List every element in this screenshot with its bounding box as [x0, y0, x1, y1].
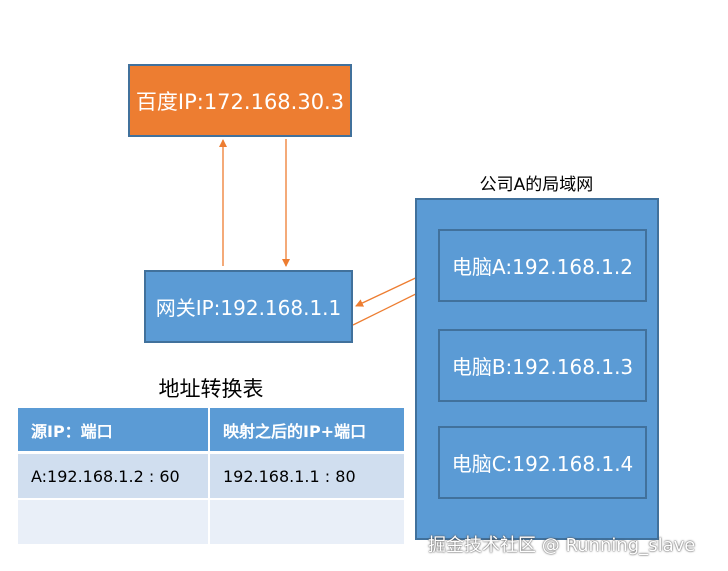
table-cell: A:192.168.1.2 : 60 [18, 454, 210, 500]
watermark-text: 掘金技术社区 @ Running_slave [428, 535, 696, 556]
baidu-node: 百度IP:172.168.30.3 [128, 64, 352, 137]
nat-table-header-row: 源IP：端口 映射之后的IP+端口 [18, 408, 404, 454]
computer-b-node: 电脑B:192.168.1.3 [438, 329, 647, 402]
computer-a-label: 电脑A:192.168.1.2 [452, 255, 633, 279]
table-cell: 192.168.1.1 : 80 [210, 454, 404, 500]
baidu-node-label: 百度IP:172.168.30.3 [135, 89, 345, 114]
nat-table-title: 地址转换表 [158, 377, 264, 401]
computer-b-label: 电脑B:192.168.1.3 [451, 355, 634, 379]
nat-table-header-source: 源IP：端口 [18, 408, 210, 454]
table-row [18, 500, 404, 546]
nat-table: 源IP：端口 映射之后的IP+端口 A:192.168.1.2 : 60 192… [18, 408, 404, 546]
lan-title: 公司A的局域网 [479, 175, 594, 195]
gateway-node-label: 网关IP:192.168.1.1 [155, 296, 342, 320]
gateway-node: 网关IP:192.168.1.1 [144, 270, 353, 343]
nat-table-header-mapped: 映射之后的IP+端口 [210, 408, 404, 454]
table-cell [18, 500, 210, 546]
table-cell [210, 500, 404, 546]
computer-c-node: 电脑C:192.168.1.4 [438, 426, 647, 499]
table-row: A:192.168.1.2 : 60 192.168.1.1 : 80 [18, 454, 404, 500]
computer-c-label: 电脑C:192.168.1.4 [451, 452, 634, 476]
computer-a-node: 电脑A:192.168.1.2 [438, 229, 647, 302]
